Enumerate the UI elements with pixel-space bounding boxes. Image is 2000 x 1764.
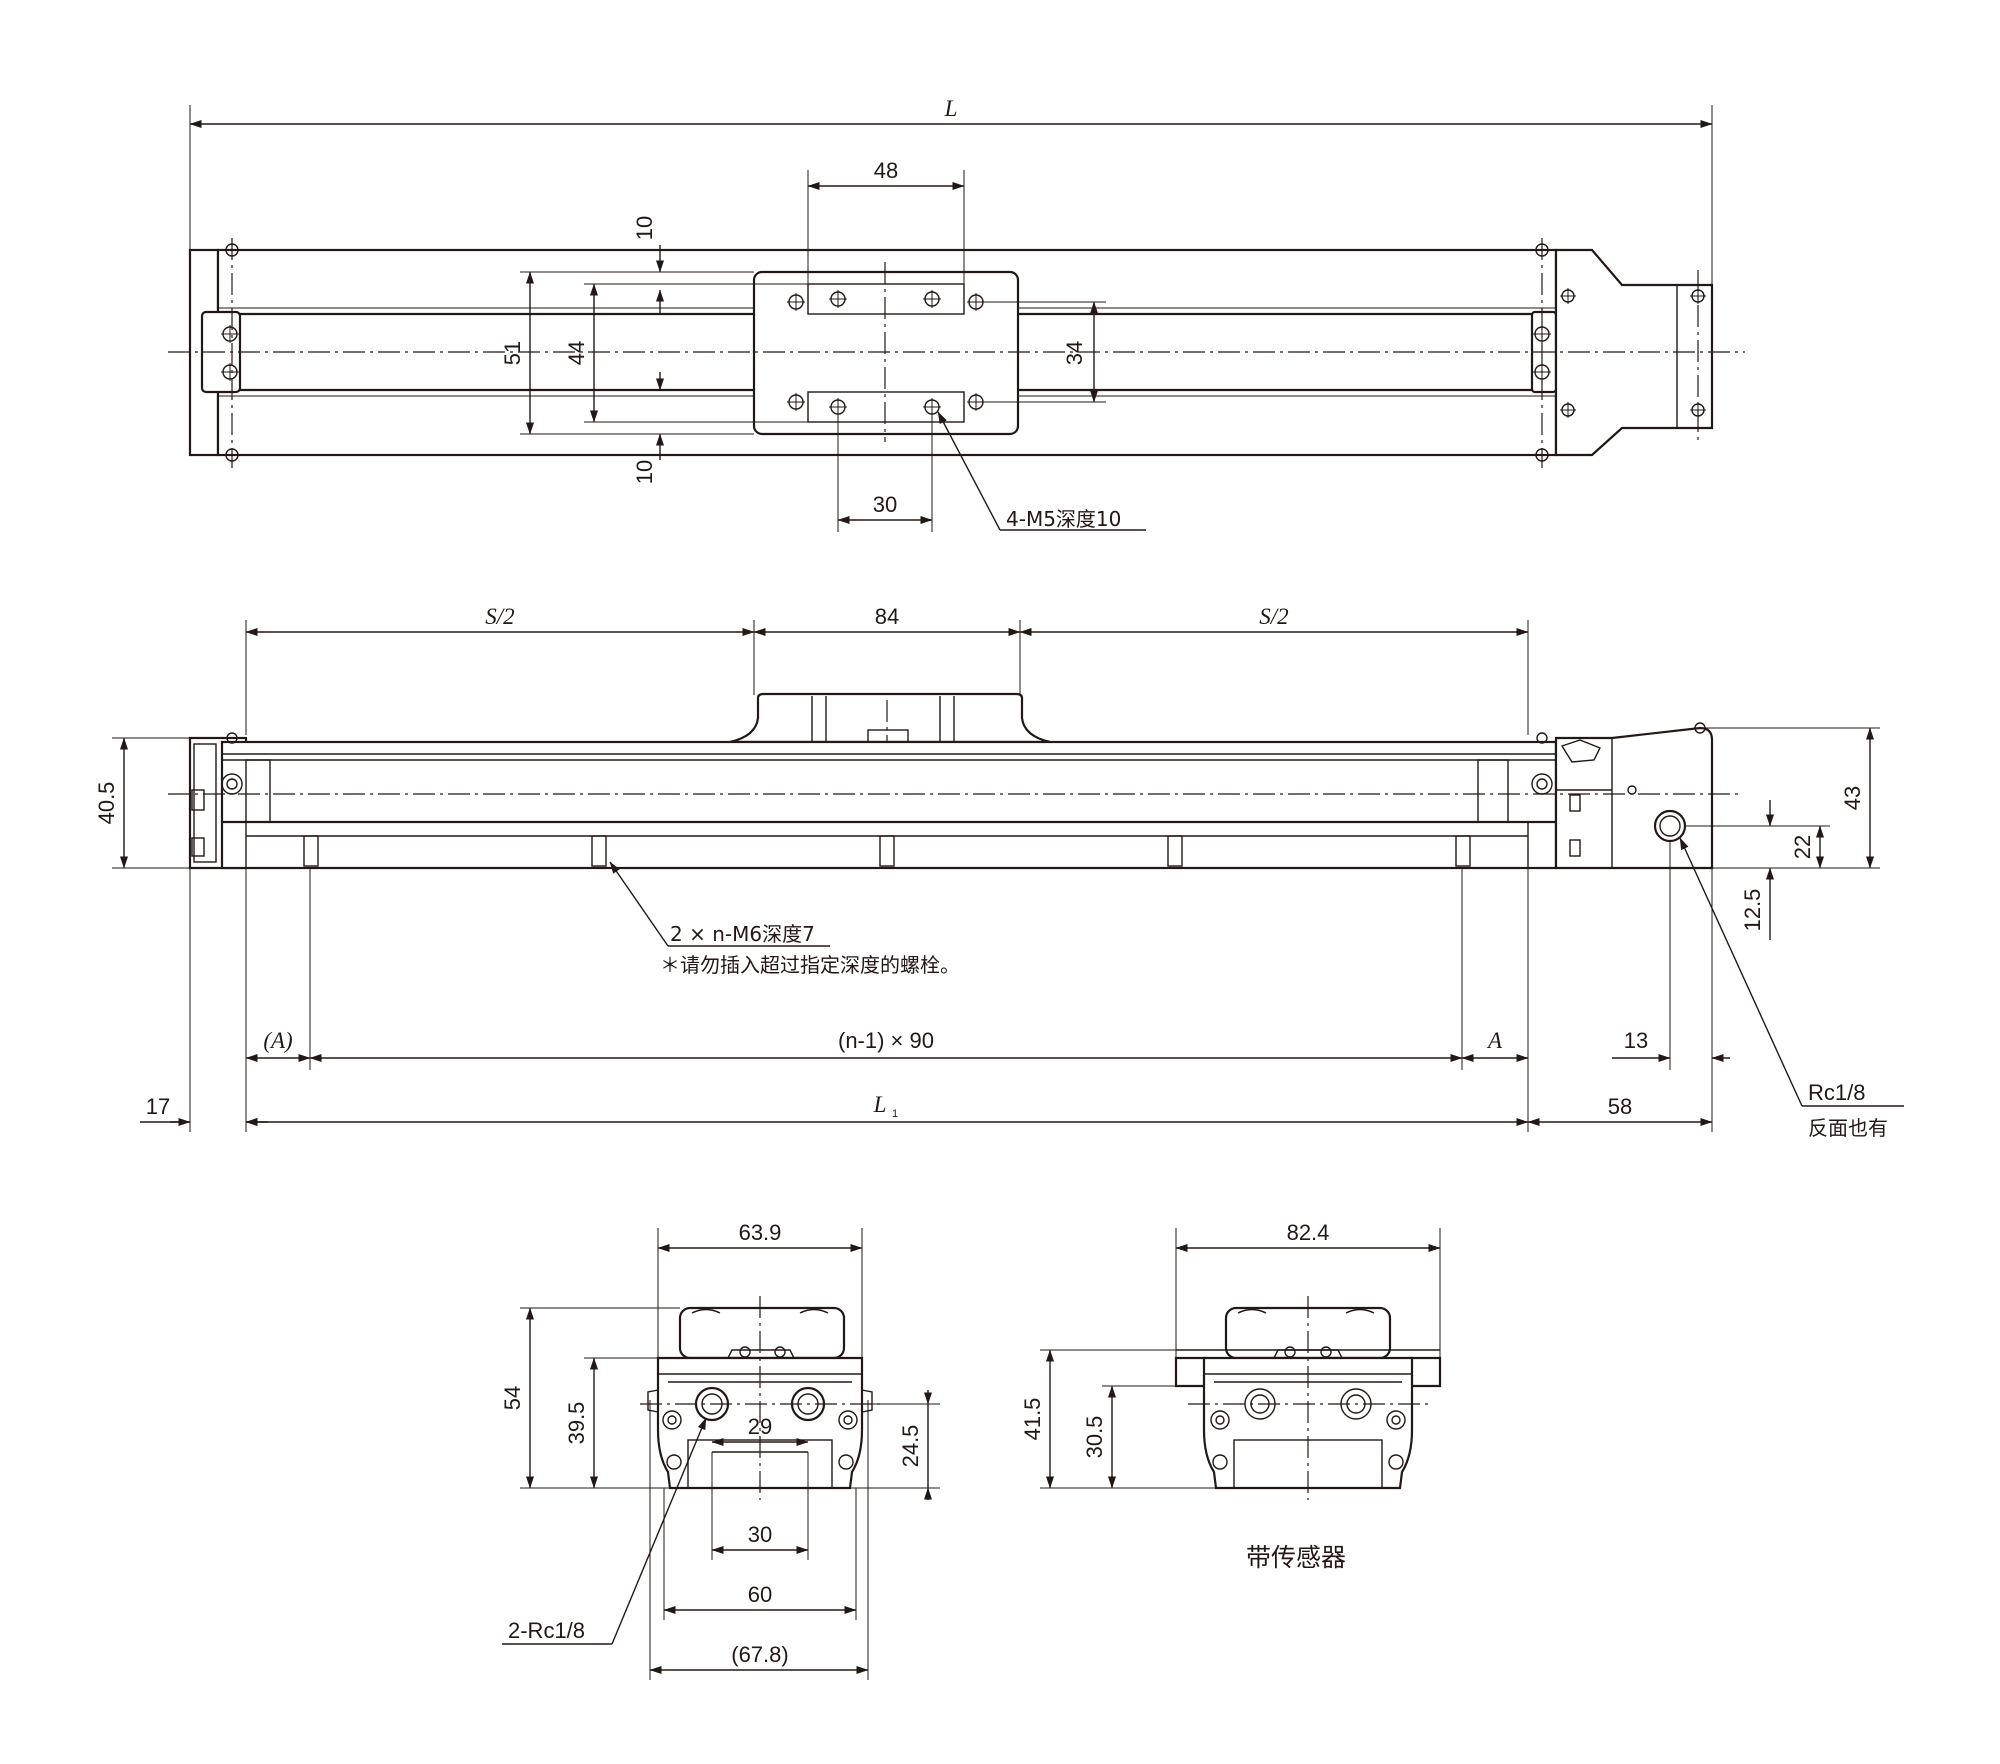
dim-port-offset: 13 [1624,1028,1648,1053]
side-carriage [729,692,1051,744]
dim-sensor-width: 82.4 [1287,1220,1330,1245]
dim-end-port-height: 24.5 [898,1425,923,1468]
end-port-callout: 2-Rc1/8 [508,1618,585,1643]
dim-end-offset-right: A [1486,1028,1503,1053]
dim-end-total-height: 54 [500,1386,525,1410]
tap-callout: 4-M5深度10 [1006,507,1121,531]
dim-tap-pitch: 30 [873,492,897,517]
top-view: L [168,96,1745,532]
dim-side-height: 40.5 [94,782,119,825]
side-main-body [220,740,1558,870]
dim-port-base-offset: 12.5 [1740,889,1765,932]
dim-bolt-pitch-y: 34 [1062,341,1087,365]
mount-note: ＊请勿插入超过指定深度的螺栓。 [660,953,960,977]
dim-sensor-total-height: 41.5 [1020,1398,1045,1441]
dim-end-overall-width: (67.8) [731,1642,788,1667]
dim-end-port-pitch: 29 [748,1414,772,1439]
side-view: S/2 84 S/2 [94,604,1904,1140]
dim-overall-length: L [944,96,958,121]
dim-stroke-half-right: S/2 [1259,604,1288,629]
sensor-flange-left [1174,1356,1208,1388]
dim-edge-offset-top: 10 [632,216,657,240]
sensor-view: 82.4 41.5 30.5 带传感器 [1020,1220,1442,1572]
dim-carriage-pitch-y: 44 [564,341,589,365]
top-view-screws [221,243,1706,462]
dim-body-length: L [873,1092,887,1117]
dim-end-base-width: 60 [748,1582,772,1607]
dim-end-offset-left: (A) [263,1028,292,1053]
end-view: 63.9 54 39.5 [500,1220,940,1680]
side-mount-bosses [303,835,1471,867]
dim-stroke-half-left: S/2 [485,604,514,629]
dim-edge-offset-bottom: 10 [632,460,657,484]
dim-carriage-pitch-x: 48 [874,158,898,183]
dim-left-cap: 17 [146,1094,170,1119]
dim-body-length-sub: 1 [892,1108,898,1120]
dim-rail-width: 51 [500,341,525,365]
sensor-flange-right [1408,1356,1442,1388]
sensor-caption: 带传感器 [1246,1543,1346,1572]
dim-right-height: 43 [1840,786,1865,810]
right-end-fitting [1554,248,1714,457]
mount-callout: 2 × n-M6深度7 [670,922,815,946]
port-callout: Rc1/8 [1808,1080,1865,1105]
dim-end-inner-width: 30 [748,1522,772,1547]
dim-carriage-length: 84 [875,604,899,629]
dim-end-body-height: 39.5 [564,1402,589,1445]
dim-right-cap: 58 [1608,1094,1632,1119]
port-note: 反面也有 [1808,1116,1888,1140]
dim-port-height: 22 [1790,835,1815,859]
carriage [752,270,1020,436]
dim-end-width: 63.9 [739,1220,782,1245]
dim-hole-spacing: (n-1) × 90 [838,1028,934,1053]
dim-sensor-body-height: 30.5 [1082,1416,1107,1459]
